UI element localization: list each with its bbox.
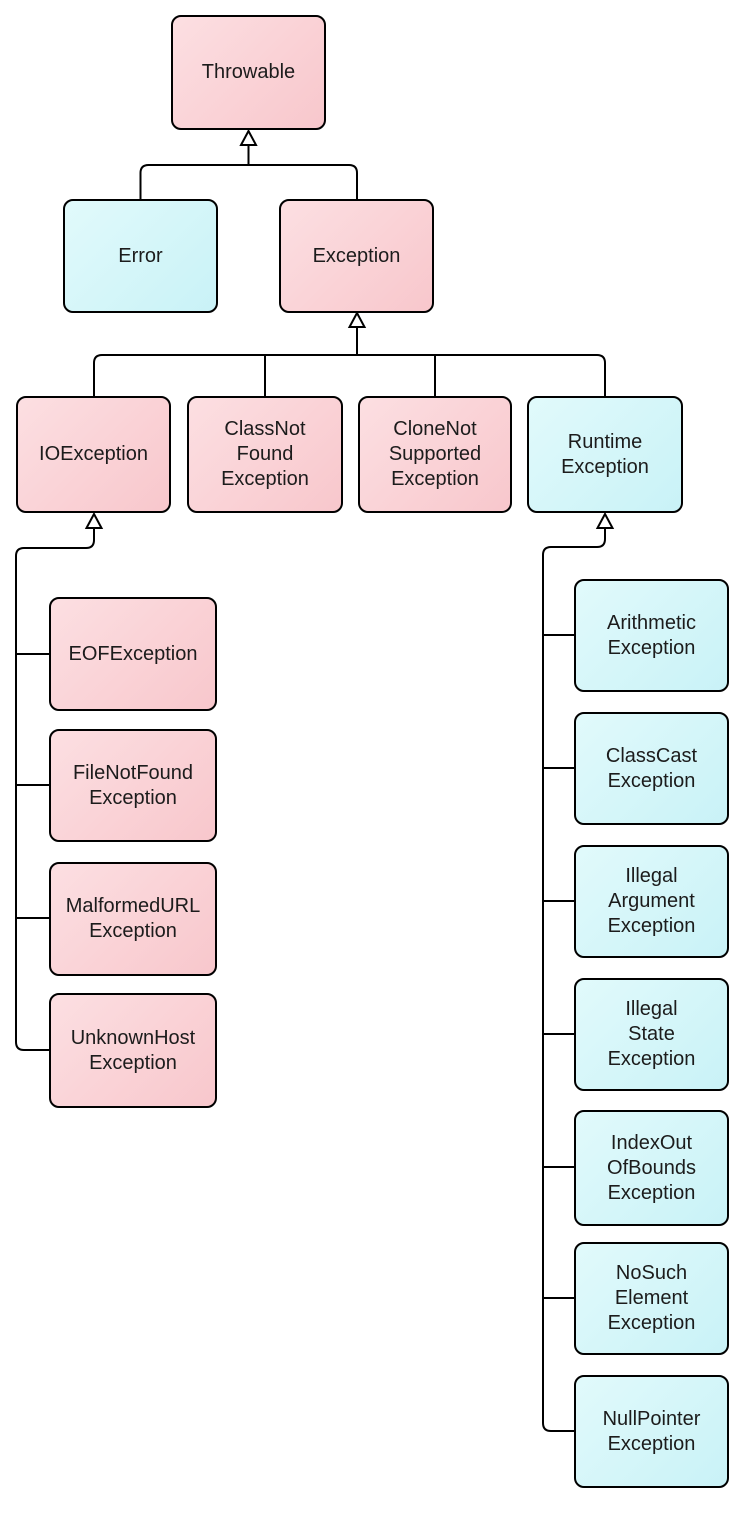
edge-ioexception-trunk xyxy=(15,527,95,1051)
node-classnotfoundexception: ClassNot Found Exception xyxy=(187,396,343,513)
node-unknownhostexception: UnknownHost Exception xyxy=(49,993,217,1108)
node-nosuchelementexception-label: NoSuch Element Exception xyxy=(607,1262,696,1334)
node-illegalstateexception-label: Illegal State Exception xyxy=(607,998,696,1070)
node-filenotfoundexception: FileNotFound Exception xyxy=(49,729,217,842)
inheritance-arrowheads xyxy=(84,128,615,529)
node-filenotfoundexception-label: FileNotFound Exception xyxy=(72,761,194,809)
node-eofexception-label: EOFException xyxy=(68,642,198,665)
node-ioexception: IOException xyxy=(16,396,171,513)
node-exception: Exception xyxy=(279,199,434,313)
edge-exception-bar xyxy=(93,354,606,396)
node-runtimeexception: Runtime Exception xyxy=(527,396,683,513)
node-classcastexception-label: ClassCast Exception xyxy=(605,744,698,792)
node-malformedurlexception-label: MalformedURL Exception xyxy=(65,895,201,942)
node-arithmeticexception-label: Arithmetic Exception xyxy=(607,611,696,659)
node-classnotfoundexception-label: ClassNot Found Exception xyxy=(221,418,309,490)
node-clonenotsupportedexception-label: CloneNot Supported Exception xyxy=(388,418,482,490)
node-throwable: Throwable xyxy=(171,15,326,130)
node-ioexception-label: IOException xyxy=(39,443,148,465)
node-eofexception: EOFException xyxy=(49,597,217,711)
node-exception-label: Exception xyxy=(312,244,401,267)
arrowhead-to-runtime-icon xyxy=(595,511,615,529)
node-indexoutofboundsexception-label: IndexOut OfBounds Exception xyxy=(607,1131,696,1204)
edge-runtime-trunk xyxy=(542,527,606,1432)
node-unknownhostexception-label: UnknownHost Exception xyxy=(70,1026,196,1074)
arrowhead-to-ioexception-icon xyxy=(84,511,104,529)
node-malformedurlexception: MalformedURL Exception xyxy=(49,862,217,976)
node-runtimeexception-label: Runtime Exception xyxy=(561,430,649,478)
node-nullpointerexception-label: NullPointer Exception xyxy=(602,1407,701,1455)
node-clonenotsupportedexception: CloneNot Supported Exception xyxy=(358,396,512,513)
node-illegalargumentexception-label: Illegal Argument Exception xyxy=(607,865,696,937)
node-classcastexception: ClassCast Exception xyxy=(574,712,729,825)
arrowhead-to-exception-icon xyxy=(347,310,367,328)
inheritance-edges xyxy=(15,144,606,1432)
node-arithmeticexception: Arithmetic Exception xyxy=(574,579,729,692)
node-indexoutofboundsexception: IndexOut OfBounds Exception xyxy=(574,1110,729,1226)
node-error-label: Error xyxy=(118,244,163,267)
node-throwable-label: Throwable xyxy=(201,61,296,83)
node-nullpointerexception: NullPointer Exception xyxy=(574,1375,729,1488)
arrowhead-to-throwable-icon xyxy=(239,128,258,146)
node-illegalstateexception: Illegal State Exception xyxy=(574,978,729,1091)
node-nosuchelementexception: NoSuch Element Exception xyxy=(574,1242,729,1355)
node-illegalargumentexception: Illegal Argument Exception xyxy=(574,845,729,958)
edge-throwable-bar xyxy=(139,164,358,199)
node-error: Error xyxy=(63,199,218,313)
